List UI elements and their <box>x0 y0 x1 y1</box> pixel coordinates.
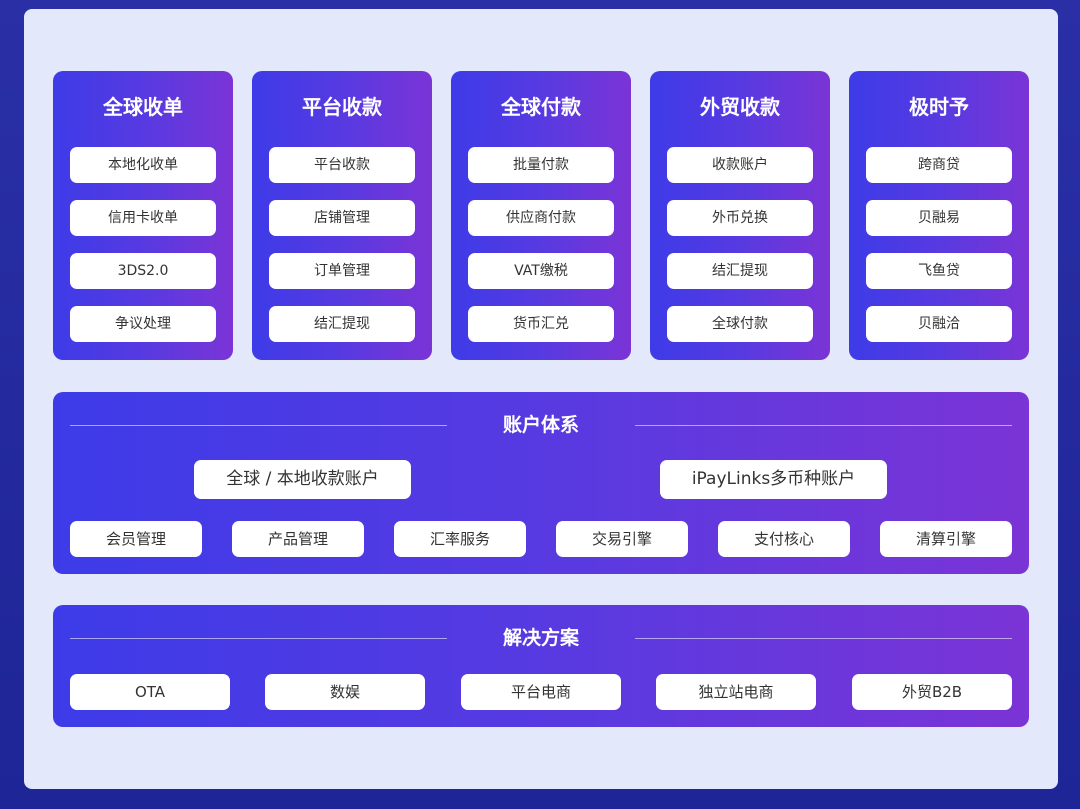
card-item[interactable]: 3DS2.0 <box>70 253 216 289</box>
card-item[interactable]: 争议处理 <box>70 306 216 342</box>
module-clearing-engine[interactable]: 清算引擎 <box>880 521 1012 557</box>
card-item[interactable]: 外币兑换 <box>667 200 813 236</box>
panel-header: 解决方案 <box>53 624 1029 652</box>
card-item[interactable]: 结汇提现 <box>269 306 415 342</box>
card-item[interactable]: 供应商付款 <box>468 200 614 236</box>
card-item[interactable]: 平台收款 <box>269 147 415 183</box>
card-title: 极时予 <box>909 95 969 119</box>
card-item[interactable]: 飞鱼贷 <box>866 253 1012 289</box>
card-title: 全球付款 <box>501 95 581 119</box>
card-item[interactable]: 货币汇兑 <box>468 306 614 342</box>
product-card-financing: 极时予 跨商贷 贝融易 飞鱼贷 贝融洽 <box>849 71 1029 360</box>
card-item[interactable]: 结汇提现 <box>667 253 813 289</box>
product-card-trade-collection: 外贸收款 收款账户 外币兑换 结汇提现 全球付款 <box>650 71 830 360</box>
account-local-collection[interactable]: 全球 / 本地收款账户 <box>194 460 411 499</box>
card-item[interactable]: 店铺管理 <box>269 200 415 236</box>
card-title: 全球收单 <box>103 95 183 119</box>
card-item[interactable]: 本地化收单 <box>70 147 216 183</box>
module-transaction-engine[interactable]: 交易引擎 <box>556 521 688 557</box>
card-item[interactable]: VAT缴税 <box>468 253 614 289</box>
card-item[interactable]: 订单管理 <box>269 253 415 289</box>
card-title: 平台收款 <box>302 95 382 119</box>
product-card-global-acquiring: 全球收单 本地化收单 信用卡收单 3DS2.0 争议处理 <box>53 71 233 360</box>
divider-right <box>635 638 1012 639</box>
module-payment-core[interactable]: 支付核心 <box>718 521 850 557</box>
solution-digital-entertainment[interactable]: 数娱 <box>265 674 425 710</box>
product-card-platform-collection: 平台收款 平台收款 店铺管理 订单管理 结汇提现 <box>252 71 432 360</box>
card-item[interactable]: 贝融易 <box>866 200 1012 236</box>
divider-left <box>70 638 447 639</box>
panel-title: 解决方案 <box>502 627 579 649</box>
solution-independent-ecommerce[interactable]: 独立站电商 <box>656 674 816 710</box>
divider-right <box>635 425 1012 426</box>
panel-header: 账户体系 <box>53 411 1029 439</box>
solution-ota[interactable]: OTA <box>70 674 230 710</box>
product-card-global-payout: 全球付款 批量付款 供应商付款 VAT缴税 货币汇兑 <box>451 71 631 360</box>
solutions-panel: 解决方案 OTA 数娱 平台电商 独立站电商 外贸B2B <box>53 605 1029 727</box>
solution-trade-b2b[interactable]: 外贸B2B <box>852 674 1012 710</box>
card-item[interactable]: 贝融洽 <box>866 306 1012 342</box>
card-item[interactable]: 跨商贷 <box>866 147 1012 183</box>
solution-platform-ecommerce[interactable]: 平台电商 <box>461 674 621 710</box>
card-item[interactable]: 信用卡收单 <box>70 200 216 236</box>
card-item[interactable]: 收款账户 <box>667 147 813 183</box>
module-fx-service[interactable]: 汇率服务 <box>394 521 526 557</box>
panel-title: 账户体系 <box>502 414 579 436</box>
card-item[interactable]: 批量付款 <box>468 147 614 183</box>
card-title: 外贸收款 <box>700 95 780 119</box>
account-system-panel: 账户体系 全球 / 本地收款账户 iPayLinks多币种账户 会员管理 产品管… <box>53 392 1029 574</box>
module-member-management[interactable]: 会员管理 <box>70 521 202 557</box>
account-multi-currency[interactable]: iPayLinks多币种账户 <box>660 460 887 499</box>
divider-left <box>70 425 447 426</box>
module-product-management[interactable]: 产品管理 <box>232 521 364 557</box>
card-item[interactable]: 全球付款 <box>667 306 813 342</box>
